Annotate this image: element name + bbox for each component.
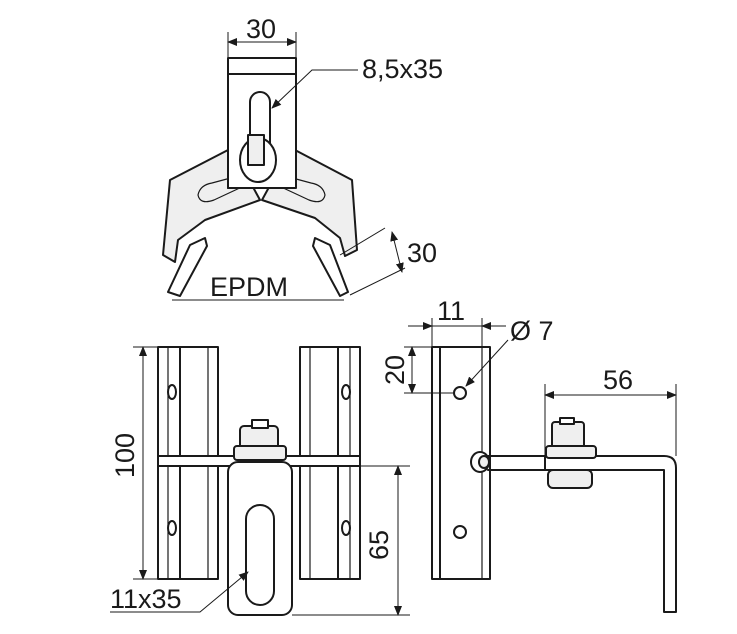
l-bracket [544, 455, 677, 613]
right-gasket [312, 237, 349, 297]
left-gasket [167, 237, 208, 297]
side-view: 11 20 Ø 7 56 [380, 296, 677, 613]
front-view: 100 65 11x35 [110, 346, 410, 616]
dim-side-width: 11 [437, 296, 465, 326]
dim-top-width: 30 [246, 14, 276, 44]
dim-top-right: 30 [407, 238, 437, 268]
dim-side-hole: Ø 7 [510, 316, 554, 346]
dim-front-slot: 11x35 [110, 584, 182, 614]
label-epdm: EPDM [210, 272, 288, 302]
front-slot [245, 504, 275, 606]
dim-top-slot: 8,5x35 [362, 54, 443, 84]
dim-side-hole-offset: 20 [380, 355, 410, 385]
dim-front-lower: 65 [364, 530, 394, 560]
dim-side-depth: 56 [603, 365, 633, 395]
dim-front-height: 100 [110, 433, 140, 478]
side-bolt-nut [551, 421, 585, 449]
side-hole [453, 386, 467, 400]
top-view: 30 8,5x35 30 EPDM [162, 14, 443, 302]
